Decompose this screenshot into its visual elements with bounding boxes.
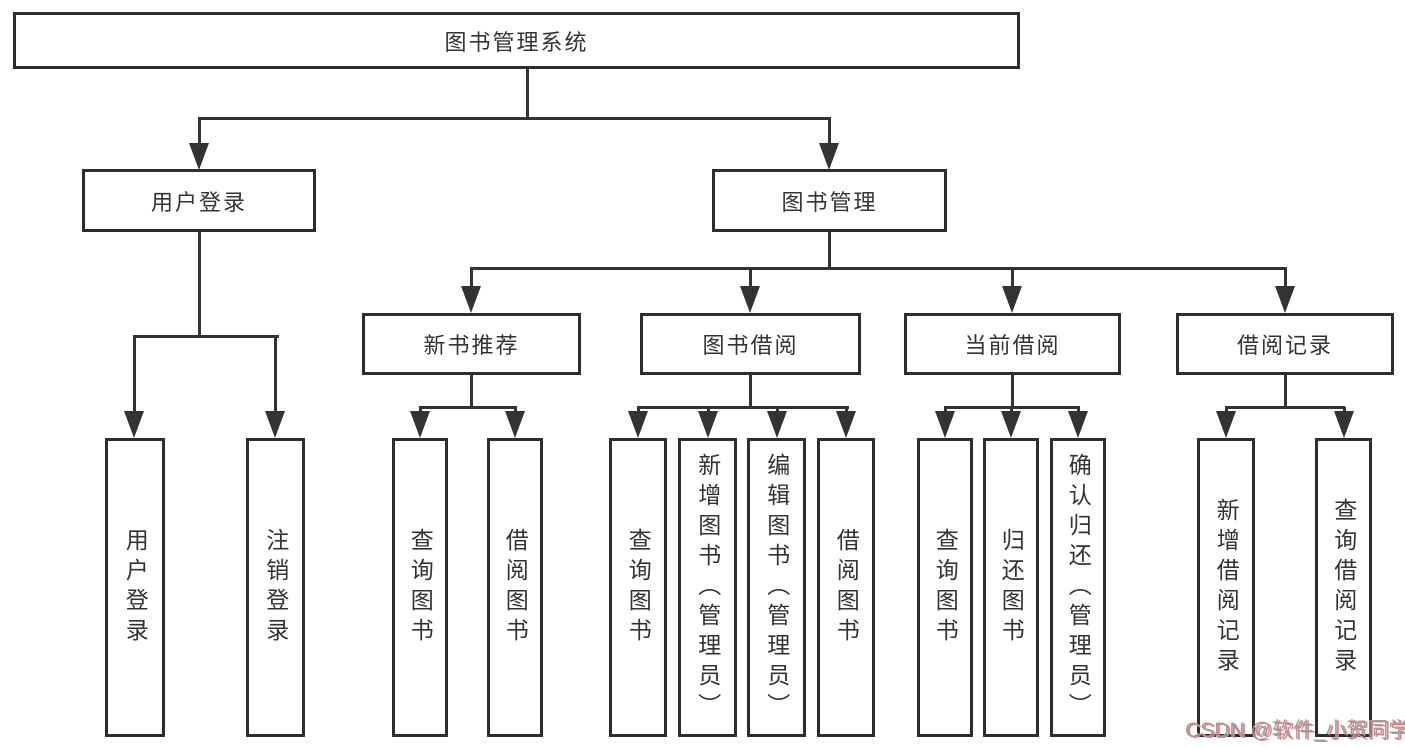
- connector-line: [198, 118, 201, 146]
- arrowhead-down-icon: [698, 411, 718, 438]
- connector-line: [776, 407, 779, 413]
- connector-line: [637, 406, 849, 409]
- node-leaf-borrow-books-borrowing: 借阅图书: [817, 438, 875, 737]
- connector-line: [470, 268, 473, 288]
- arrowhead-down-icon: [1001, 411, 1021, 438]
- node-leaf-query-books-current-label: 查询图书: [932, 527, 959, 648]
- connector-line: [274, 336, 277, 412]
- node-leaf-return-books-label: 归还图书: [998, 527, 1025, 648]
- connector-line: [637, 407, 640, 413]
- connector-line: [470, 267, 1287, 270]
- node-leaf-query-books-current: 查询图书: [917, 438, 973, 737]
- node-leaf-confirm-return-admin-label: 确认归还（管理员）: [1065, 452, 1092, 723]
- arrowhead-down-icon: [740, 286, 760, 313]
- arrowhead-down-icon: [461, 286, 481, 313]
- node-leaf-logout: 注销登录: [246, 438, 305, 737]
- connector-line: [749, 268, 752, 288]
- arrowhead-down-icon: [505, 411, 525, 438]
- arrowhead-down-icon: [189, 143, 209, 170]
- node-leaf-edit-books-admin-label: 编辑图书（管理员）: [763, 452, 790, 723]
- connector-line: [1343, 407, 1346, 413]
- connector-line: [419, 407, 422, 413]
- connector-line: [749, 374, 752, 409]
- connector-line: [526, 68, 529, 120]
- node-leaf-query-books-recommend: 查询图书: [392, 438, 448, 737]
- arrowhead-down-icon: [410, 411, 430, 438]
- node-leaf-user-login: 用户登录: [105, 438, 165, 737]
- node-book-management: 图书管理: [712, 169, 947, 232]
- node-leaf-query-books-recommend-label: 查询图书: [407, 527, 434, 648]
- arrowhead-down-icon: [124, 411, 144, 438]
- connector-line: [1010, 407, 1013, 413]
- connector-line: [1284, 374, 1287, 409]
- connector-line: [133, 335, 279, 338]
- node-leaf-query-books-borrowing: 查询图书: [609, 438, 667, 737]
- node-leaf-return-books: 归还图书: [983, 438, 1039, 737]
- connector-line: [944, 407, 947, 413]
- node-leaf-query-borrow-record: 查询借阅记录: [1315, 438, 1372, 737]
- node-leaf-user-login-label: 用户登录: [122, 527, 149, 648]
- node-leaf-query-books-borrowing-label: 查询图书: [625, 527, 652, 648]
- arrowhead-down-icon: [1216, 411, 1236, 438]
- node-leaf-borrow-books-borrowing-label: 借阅图书: [833, 527, 860, 648]
- connector-line: [470, 374, 473, 409]
- node-leaf-add-books-admin: 新增图书（管理员）: [678, 438, 737, 737]
- node-leaf-confirm-return-admin: 确认归还（管理员）: [1050, 438, 1106, 737]
- connector-line: [198, 117, 831, 120]
- connector-line: [845, 407, 848, 413]
- connector-line: [707, 407, 710, 413]
- node-leaf-add-borrow-record: 新增借阅记录: [1197, 438, 1255, 737]
- node-leaf-query-borrow-record-label: 查询借阅记录: [1330, 497, 1357, 678]
- node-leaf-borrow-books-recommend-label: 借阅图书: [502, 527, 529, 648]
- node-user-login-label: 用户登录: [150, 189, 247, 215]
- connector-line: [514, 407, 517, 413]
- node-leaf-add-borrow-record-label: 新增借阅记录: [1213, 497, 1240, 678]
- arrowhead-down-icon: [935, 411, 955, 438]
- connector-line: [828, 118, 831, 146]
- node-new-book-recommend-label: 新书推荐: [423, 333, 520, 358]
- arrowhead-down-icon: [1275, 286, 1295, 313]
- node-borrowing-records: 借阅记录: [1176, 313, 1394, 375]
- connector-line: [1077, 407, 1080, 413]
- node-current-borrowing-label: 当前借阅: [964, 333, 1061, 358]
- node-book-borrowing: 图书借阅: [640, 313, 861, 375]
- connector-line: [198, 232, 201, 338]
- connector-line: [419, 406, 517, 409]
- connector-line: [1011, 268, 1014, 288]
- node-book-borrowing-label: 图书借阅: [702, 333, 799, 358]
- connector-line: [133, 336, 136, 412]
- node-leaf-edit-books-admin: 编辑图书（管理员）: [747, 438, 806, 737]
- arrowhead-down-icon: [836, 411, 856, 438]
- node-root: 图书管理系统: [13, 12, 1020, 69]
- arrowhead-down-icon: [628, 411, 648, 438]
- connector-line: [1225, 407, 1228, 413]
- node-leaf-borrow-books-recommend: 借阅图书: [487, 438, 543, 737]
- csdn-watermark: CSDN @软件_小贺同学: [1185, 719, 1405, 742]
- connector-line: [1225, 406, 1345, 409]
- node-current-borrowing: 当前借阅: [904, 313, 1121, 375]
- arrowhead-down-icon: [1002, 286, 1022, 313]
- connector-line: [1011, 374, 1014, 409]
- arrowhead-down-icon: [767, 411, 787, 438]
- node-root-label: 图书管理系统: [444, 29, 589, 55]
- node-new-book-recommend: 新书推荐: [362, 313, 581, 375]
- arrowhead-down-icon: [265, 411, 285, 438]
- node-book-management-label: 图书管理: [781, 189, 878, 215]
- connector-line: [828, 232, 831, 270]
- node-leaf-add-books-admin-label: 新增图书（管理员）: [694, 452, 721, 723]
- node-borrowing-records-label: 借阅记录: [1236, 333, 1333, 358]
- arrowhead-down-icon: [1334, 411, 1354, 438]
- node-user-login: 用户登录: [82, 169, 316, 232]
- arrowhead-down-icon: [1068, 411, 1088, 438]
- arrowhead-down-icon: [819, 143, 839, 170]
- connector-line: [1284, 268, 1287, 288]
- node-leaf-logout-label: 注销登录: [262, 527, 289, 648]
